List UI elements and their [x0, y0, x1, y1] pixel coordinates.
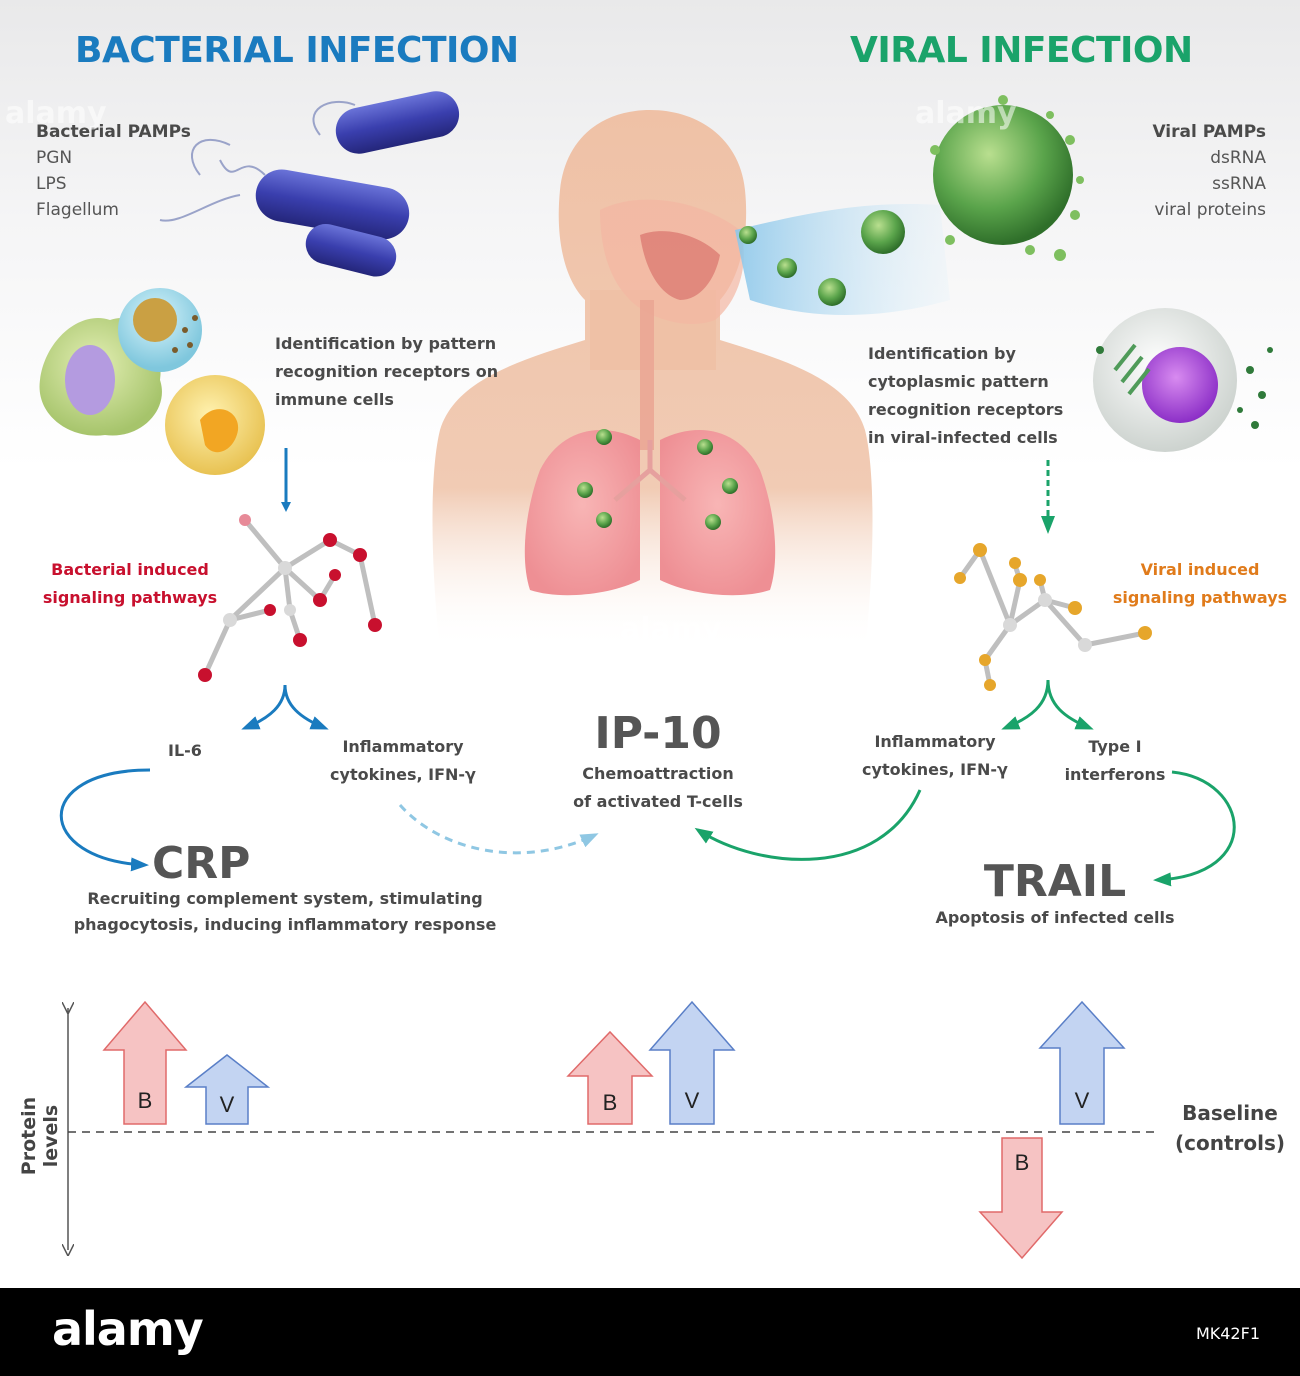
trail-viral-up-arrow: [1038, 1000, 1126, 1125]
text-line: recognition receptors on: [275, 362, 499, 381]
text-line: cytokines, IFN-γ: [862, 760, 1008, 779]
arrow-to-viral-inflammatory: [1001, 679, 1050, 730]
text-line: in viral-infected cells: [868, 428, 1058, 447]
arrow-type1-to-trail: [1153, 770, 1236, 887]
viral-pamp-item: ssRNA: [1212, 174, 1266, 194]
bacterial-signaling-molecule: [198, 514, 382, 682]
protein-level-chart: [68, 1000, 1160, 1260]
viral-pamps-list: Viral PAMPs dsRNA ssRNA viral proteins: [1152, 119, 1266, 223]
arrow-to-type1: [1046, 679, 1094, 730]
virus-spray-illustration: [735, 95, 1084, 315]
text-line: Recruiting complement system, stimulatin…: [87, 889, 483, 908]
text-line: signaling pathways: [1112, 588, 1288, 607]
bacterial-pamp-item: Flagellum: [36, 200, 119, 220]
bacterial-inflammatory-label: Inflammatory cytokines, IFN-γ: [318, 733, 488, 789]
immune-cells-illustration: [39, 288, 265, 475]
baseline-label: Baseline (controls): [1160, 1098, 1300, 1158]
text-line: Type I: [1088, 737, 1142, 756]
ip10-title: IP-10: [594, 708, 722, 759]
arrow-to-bacterial-inflammatory: [283, 684, 329, 730]
text-line: Chemoattraction: [582, 764, 734, 783]
bacterial-infection-heading: BACTERIAL INFECTION: [75, 30, 519, 71]
text-line: cytokines, IFN-γ: [330, 765, 476, 784]
viral-pamp-item: viral proteins: [1154, 200, 1266, 220]
type1-interferons-label: Type I interferons: [1055, 733, 1175, 789]
trail-b-letter: B: [1014, 1150, 1030, 1175]
trail-v-letter: V: [1074, 1088, 1090, 1113]
protein-levels-axis-label: Protein levels: [18, 1096, 62, 1176]
arrow-viral-to-ip10: [694, 789, 922, 861]
viral-pamps-title: Viral PAMPs: [1152, 122, 1266, 142]
trail-title: TRAIL: [983, 856, 1127, 907]
viral-infected-cell-illustration: [1093, 308, 1273, 452]
text-line: Bacterial induced: [51, 560, 209, 579]
crp-viral-up-arrow: [183, 1054, 271, 1125]
ip10-v-letter: V: [684, 1088, 700, 1113]
text-line: (controls): [1174, 1131, 1286, 1155]
watermark: alamy: [5, 96, 107, 131]
text-line: Viral induced: [1140, 560, 1260, 579]
text-line: phagocytosis, inducing inflammatory resp…: [73, 915, 497, 934]
trail-bacterial-down-arrow: [978, 1137, 1064, 1260]
text-line: signaling pathways: [42, 588, 218, 607]
text-line: of activated T-cells: [573, 792, 743, 811]
ip10-viral-up-arrow: [648, 1000, 736, 1125]
crp-title: CRP: [152, 838, 251, 889]
trail-description: Apoptosis of infected cells: [935, 908, 1175, 927]
footer-bar: alamy MK42F1: [0, 1288, 1300, 1376]
ip10-description: Chemoattraction of activated T-cells: [538, 760, 778, 816]
crp-bacterial-up-arrow: [102, 1000, 188, 1125]
viral-infection-heading: VIRAL INFECTION: [850, 30, 1193, 71]
bacterial-identification-text: Identification by pattern recognition re…: [275, 330, 498, 414]
viral-inflammatory-label: Inflammatory cytokines, IFN-γ: [850, 728, 1020, 784]
crp-b-letter: B: [137, 1088, 153, 1113]
viral-signaling-label: Viral induced signaling pathways: [1100, 556, 1300, 612]
text-line: recognition receptors: [868, 400, 1064, 419]
text-line: Baseline: [1182, 1101, 1278, 1125]
ip10-b-letter: B: [602, 1090, 618, 1115]
bacterial-pamps-list: Bacterial PAMPs PGN LPS Flagellum: [36, 119, 191, 223]
watermark: alamy: [915, 96, 1017, 131]
text-line: cytoplasmic pattern: [868, 372, 1049, 391]
text-line: immune cells: [275, 390, 394, 409]
crp-description: Recruiting complement system, stimulatin…: [50, 886, 520, 938]
stock-id: MK42F1: [1195, 1324, 1260, 1343]
diagram-artwork: [39, 91, 1273, 1260]
bacterial-pamp-item: LPS: [36, 174, 67, 194]
bacteria-illustration: [159, 91, 460, 277]
viral-pamp-item: dsRNA: [1210, 148, 1266, 168]
viral-signaling-molecule: [954, 543, 1152, 691]
bacterial-pamp-item: PGN: [36, 148, 73, 168]
arrow-to-il6: [241, 684, 287, 730]
watermark: alamy: [620, 612, 722, 647]
crp-v-letter: V: [219, 1092, 235, 1117]
text-line: Identification by pattern: [275, 334, 497, 353]
viral-identification-text: Identification by cytoplasmic pattern re…: [868, 340, 1063, 452]
text-line: Identification by: [868, 344, 1016, 363]
bacterial-signaling-label: Bacterial induced signaling pathways: [20, 556, 240, 612]
human-torso-illustration: [432, 110, 873, 650]
bacterial-pamps-title: Bacterial PAMPs: [36, 122, 191, 142]
alamy-logo: alamy: [52, 1302, 204, 1356]
text-line: Inflammatory: [874, 732, 996, 751]
text-line: interferons: [1064, 765, 1166, 784]
flow-arrows: [59, 448, 1236, 887]
text-line: Inflammatory: [342, 737, 464, 756]
il6-label: IL-6: [168, 741, 202, 760]
ip10-bacterial-up-arrow: [566, 1030, 654, 1125]
arrow-il6-to-crp: [59, 768, 151, 872]
